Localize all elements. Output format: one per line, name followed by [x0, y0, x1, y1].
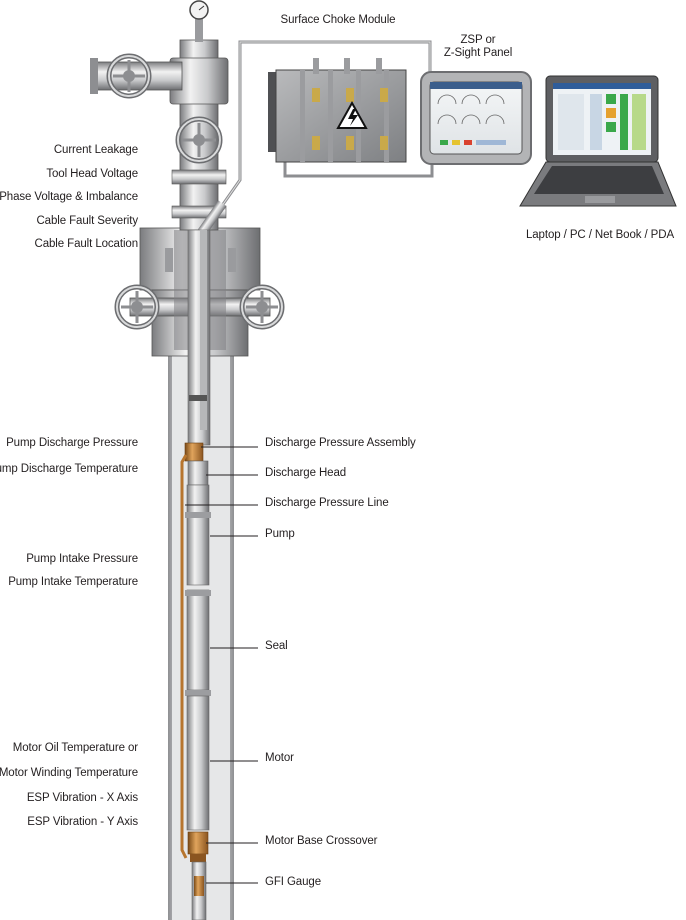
zsp-label-line1: ZSP or — [460, 34, 496, 46]
callout-seal: Seal — [265, 640, 288, 652]
label-three-phase-voltage: 3-Phase Voltage & Imbalance — [0, 191, 138, 203]
label-cable-fault-severity: Cable Fault Severity — [36, 215, 138, 227]
callout-gfi-gauge: GFI Gauge — [265, 876, 321, 888]
laptop-label: Laptop / PC / Net Book / PDA — [525, 229, 675, 241]
valve-handwheel-icon — [175, 116, 223, 164]
label-esp-vibration-x: ESP Vibration - X Axis — [26, 792, 138, 804]
zsp-panel — [420, 71, 532, 165]
label-current-leakage: Current Leakage — [53, 144, 138, 156]
label-pump-discharge-temperature: Pump Discharge Temperature — [0, 463, 138, 475]
discharge-head — [187, 460, 209, 486]
label-esp-vibration-y: ESP Vibration - Y Axis — [27, 816, 138, 828]
label-motor-winding-temperature: Motor Winding Temperature — [0, 767, 138, 779]
callout-lines — [185, 446, 258, 884]
label-pump-discharge-pressure: Pump Discharge Pressure — [6, 437, 138, 449]
laptop-icon — [519, 75, 677, 207]
pump-body — [186, 484, 210, 586]
callout-pump: Pump — [265, 528, 295, 540]
valve-handwheel-icon — [106, 53, 152, 99]
motor-body — [186, 695, 210, 831]
discharge-pressure-line — [180, 454, 188, 859]
callout-discharge-head: Discharge Head — [265, 467, 347, 479]
pressure-gauge-icon — [189, 0, 209, 42]
seal-body — [186, 589, 210, 691]
wellhead-spool — [129, 227, 271, 357]
discharge-pressure-assembly — [184, 442, 204, 462]
callout-discharge-pressure-assembly: Discharge Pressure Assembly — [265, 437, 416, 449]
surface-choke-module-label: Surface Choke Module — [280, 14, 396, 26]
label-tool-head-voltage: Tool Head Voltage — [46, 168, 138, 180]
label-pump-intake-pressure: Pump Intake Pressure — [26, 553, 138, 565]
label-pump-intake-temperature: Pump Intake Temperature — [8, 576, 138, 588]
valve-handwheel-icon — [239, 284, 285, 330]
zsp-label-line2: Z-Sight Panel — [443, 47, 513, 59]
valve-handwheel-icon — [114, 284, 160, 330]
gauge-grid-icon — [437, 94, 505, 125]
surface-choke-module — [268, 58, 407, 163]
high-voltage-warning-icon — [336, 100, 368, 129]
gfi-gauge — [190, 854, 206, 862]
callout-discharge-pressure-line: Discharge Pressure Line — [265, 497, 389, 509]
callout-motor: Motor — [265, 752, 294, 764]
callout-motor-base-crossover: Motor Base Crossover — [265, 835, 378, 847]
motor-base-crossover — [187, 831, 209, 855]
label-cable-fault-location: Cable Fault Location — [34, 238, 139, 250]
label-motor-oil-temperature: Motor Oil Temperature or — [12, 742, 138, 754]
